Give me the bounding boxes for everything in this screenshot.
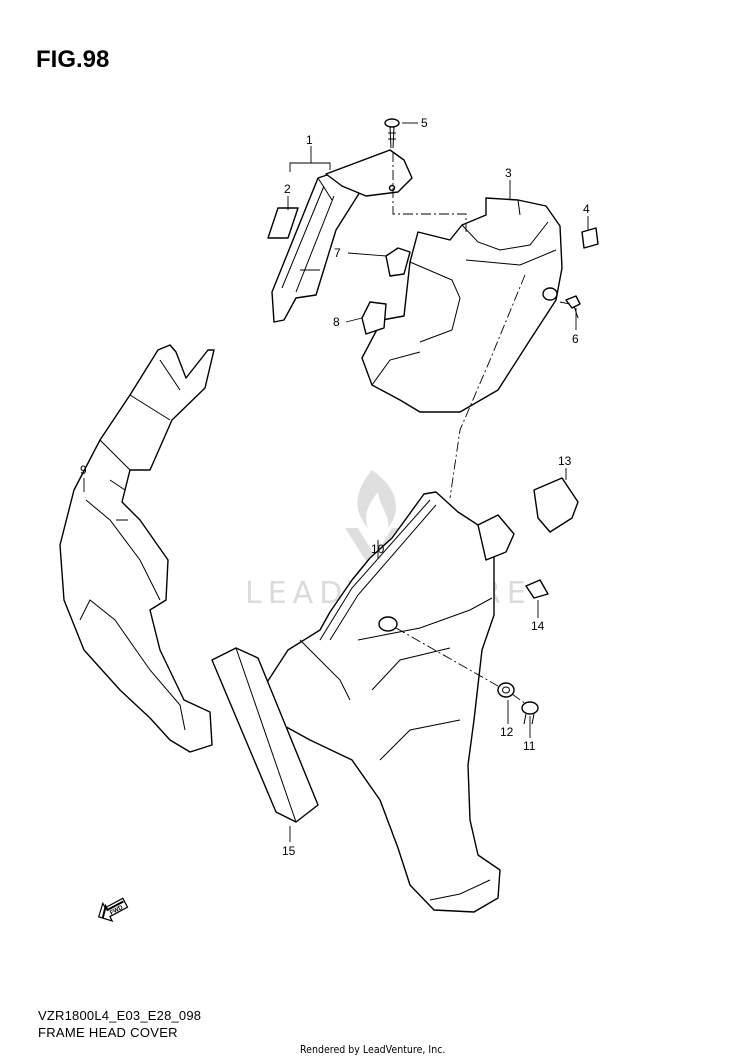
callout-2: 2 (284, 182, 291, 196)
callout-10: 10 (371, 542, 385, 556)
diagram-name: FRAME HEAD COVER (38, 1025, 178, 1040)
figure-title: FIG.98 (36, 46, 110, 73)
callout-5: 5 (421, 116, 428, 130)
part-15-strip (211, 647, 319, 823)
part-4-clip (581, 227, 599, 249)
part-7-pad (385, 247, 411, 277)
callout-3: 3 (505, 166, 512, 180)
watermark-flame-icon (357, 470, 396, 528)
part-13-cap (533, 477, 579, 533)
callout-6: 6 (572, 332, 579, 346)
part-2-pad (267, 207, 299, 239)
part-6-screw (565, 295, 581, 319)
fwd-arrow-icon: FWD (97, 897, 129, 922)
part-11-bolt (521, 701, 539, 725)
leader-lines (83, 122, 589, 842)
callout-labels: 1 2 3 4 5 6 7 8 9 10 11 12 13 14 15 (80, 116, 590, 858)
callout-11: 11 (523, 739, 536, 753)
callout-14: 14 (531, 619, 545, 633)
part-9-side-cover-left (59, 344, 215, 753)
callout-15: 15 (282, 844, 296, 858)
part-10-frame-head-cover (261, 491, 515, 913)
callout-8: 8 (333, 315, 340, 329)
callout-13: 13 (558, 454, 572, 468)
callout-4: 4 (583, 202, 590, 216)
diagram-code: VZR1800L4_E03_E28_098 (38, 1008, 202, 1023)
part-3-upper-cover (361, 197, 563, 413)
part-1-bracket (271, 149, 413, 323)
part-8-pad (361, 301, 387, 335)
part-12-grommet (497, 682, 515, 698)
render-credit: Rendered by LeadVenture, Inc. (300, 1043, 446, 1056)
callout-12: 12 (500, 725, 514, 739)
callout-9: 9 (80, 463, 87, 477)
callout-1: 1 (306, 133, 313, 147)
assembly-lines (392, 152, 571, 705)
part-14-clip (525, 579, 549, 599)
callout-7: 7 (334, 246, 341, 260)
